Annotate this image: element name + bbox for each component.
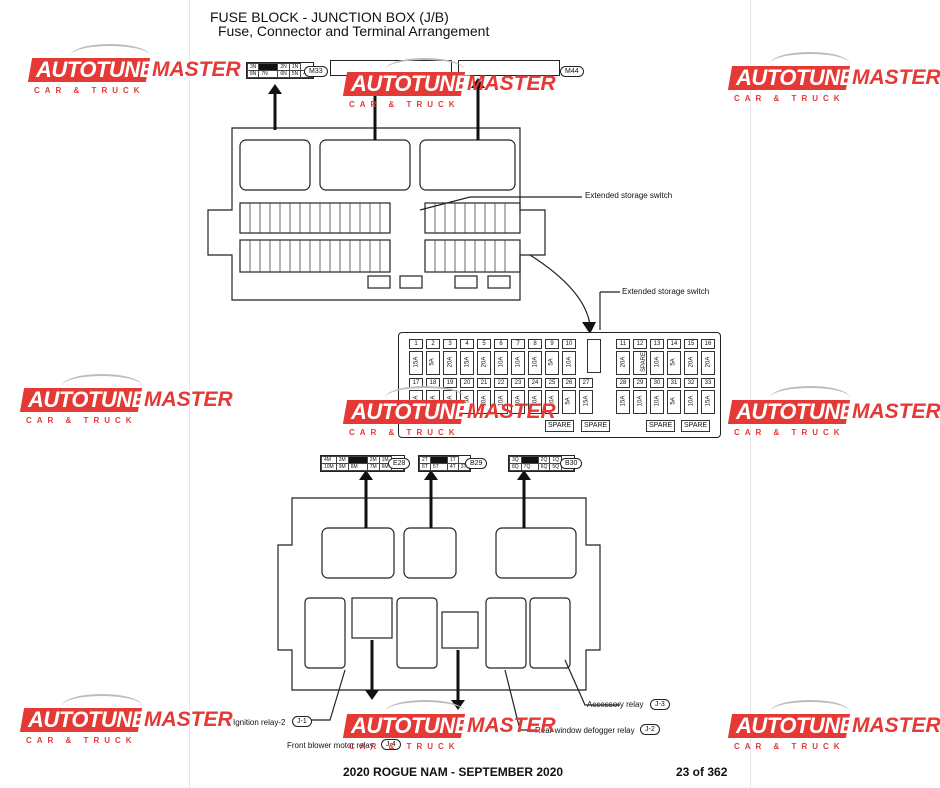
fuse-row-upper-left	[239, 202, 391, 234]
relay-badge-j1: J-1	[292, 716, 312, 727]
ignition-relay-2-socket	[304, 597, 346, 669]
page-subtitle: Fuse, Connector and Terminal Arrangement	[218, 23, 490, 39]
m33-socket	[239, 139, 311, 191]
b29-socket	[403, 527, 457, 579]
accessory-relay-socket	[529, 597, 571, 669]
spare-slot: SPARE	[545, 420, 575, 432]
relay-badge-j3: J-3	[650, 699, 670, 710]
fuse-row-upper-right	[424, 202, 521, 234]
m44-socket	[419, 139, 516, 191]
connector-label-b29: B29	[465, 458, 488, 469]
extended-storage-switch-label: Extended storage switch	[585, 191, 673, 200]
spare-slot: SPARE	[646, 420, 676, 432]
relay-badge-j4: J-4	[381, 739, 401, 750]
rear-window-defogger-relay-label: Rear window defogger relay	[535, 726, 635, 735]
spare-slot: SPARE	[581, 420, 611, 432]
fuse-row-lower-left	[239, 239, 391, 273]
connector-label-m44: M44	[560, 66, 584, 77]
extended-storage-switch-label-2: Extended storage switch	[622, 287, 710, 296]
spare-slot: SPARE	[681, 420, 711, 432]
ignition-relay-2-label: Ignition relay-2	[233, 718, 286, 727]
front-blower-motor-relay-label: Front blower motor relay	[287, 741, 374, 750]
page-title: FUSE BLOCK - JUNCTION BOX (J/B)	[210, 9, 449, 25]
accessory-relay-label: Accessory relay	[587, 700, 644, 709]
footer-document-title: 2020 ROGUE NAM - SEPTEMBER 2020	[343, 765, 564, 779]
connector-label-e28: E28	[388, 458, 411, 469]
relay-badge-j2: J-2	[640, 724, 660, 735]
page-number: 23 of 362	[676, 765, 728, 779]
connector-label-m33: M33	[304, 66, 328, 77]
m27-socket	[319, 139, 411, 191]
b30-socket	[495, 527, 577, 579]
connector-label-b30: B30	[560, 458, 583, 469]
upper-housing	[207, 127, 546, 301]
fuse-row-lower-right	[424, 239, 521, 273]
lower-housing	[277, 497, 601, 691]
extended-storage-switch-slot	[587, 339, 601, 373]
rear-window-defogger-relay-socket	[485, 597, 527, 669]
front-blower-motor-relay-socket	[351, 597, 393, 639]
e28-socket	[321, 527, 395, 579]
center-relay-socket	[441, 611, 479, 649]
